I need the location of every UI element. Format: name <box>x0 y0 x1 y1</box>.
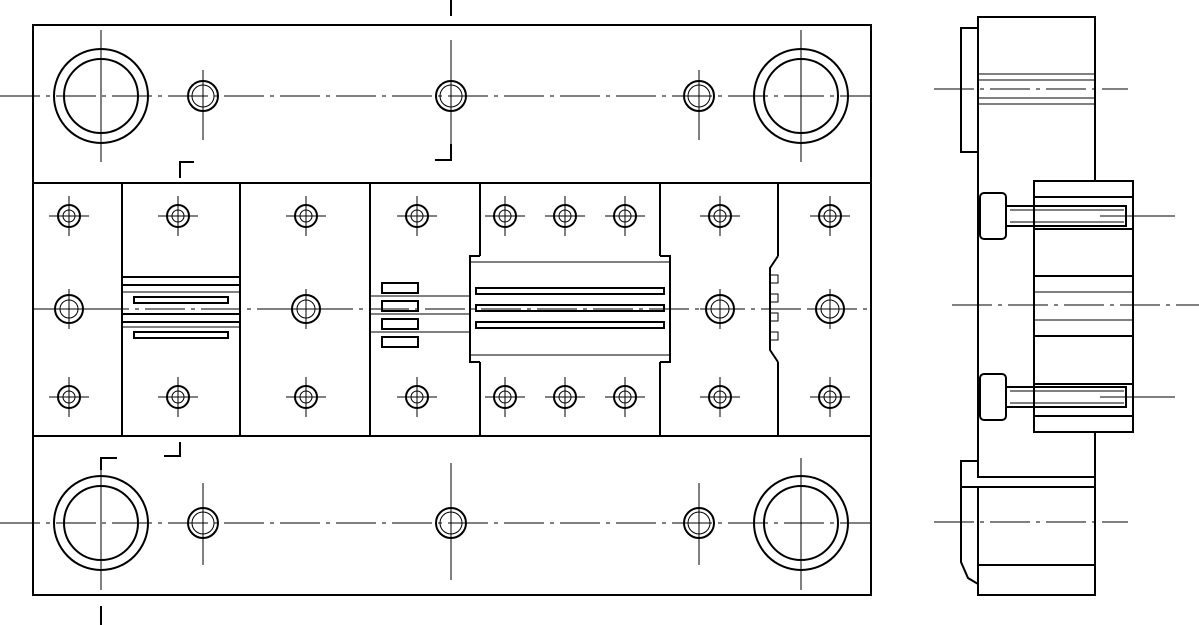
cavity-slot-3 <box>475 321 665 329</box>
centerlines <box>0 30 871 590</box>
section-bottom-plate <box>977 564 1096 596</box>
runner-slots <box>370 282 470 348</box>
cavity-slot-1 <box>475 287 665 295</box>
screw-hole <box>700 196 740 236</box>
screw-hole <box>286 196 326 236</box>
right-notches <box>769 274 779 341</box>
section-left-flange <box>960 27 979 153</box>
screw-hole <box>286 377 326 417</box>
screw-hole <box>545 377 585 417</box>
screw-hole <box>49 196 89 236</box>
screw-hole <box>605 196 645 236</box>
cap-screw-upper <box>979 192 1127 240</box>
screw-hole <box>810 377 850 417</box>
screw-hole <box>397 377 437 417</box>
screw-hole <box>485 377 525 417</box>
section-centerlines <box>934 88 1199 523</box>
insert-screw-holes <box>49 196 850 417</box>
outer-plate-outline <box>32 24 872 596</box>
screw-hole <box>158 377 198 417</box>
left-cavity-slots <box>121 276 241 339</box>
screw-hole <box>605 377 645 417</box>
cavity-slot-2 <box>475 304 665 312</box>
screw-hole <box>810 196 850 236</box>
screw-hole <box>545 196 585 236</box>
screw-hole <box>49 377 89 417</box>
section-view <box>934 16 1199 596</box>
plan-view <box>0 0 872 625</box>
section-insert-block <box>1033 180 1134 433</box>
screw-hole <box>397 196 437 236</box>
screw-hole <box>485 196 525 236</box>
section-cut-markers <box>100 0 452 625</box>
section-lower-bushing <box>960 460 1096 488</box>
screw-hole <box>700 377 740 417</box>
screw-hole <box>158 196 198 236</box>
